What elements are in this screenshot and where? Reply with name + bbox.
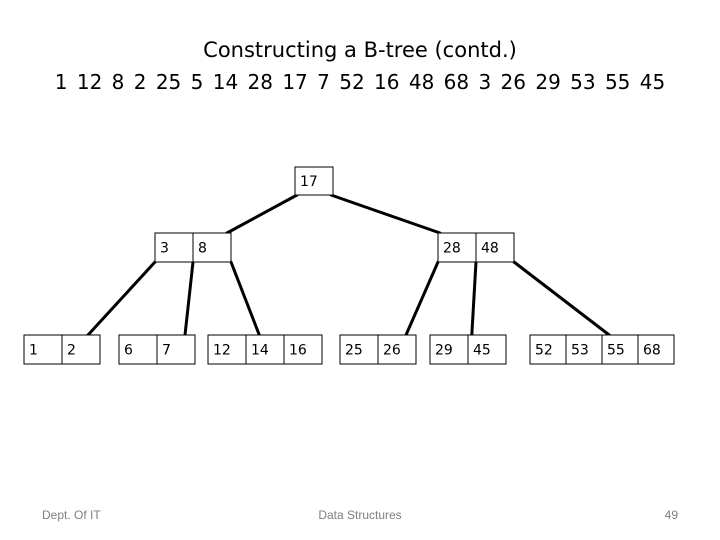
root-node-box	[294, 166, 334, 196]
leaf-node-key: 25	[345, 343, 363, 359]
leaf-node-key: 1	[29, 343, 38, 359]
root-node-key: 17	[300, 174, 318, 190]
tree-edge	[229, 260, 261, 337]
leaf-node-key: 16	[289, 343, 307, 359]
leaf-node-key: 68	[643, 343, 661, 359]
leaf-node-key: 14	[251, 343, 269, 359]
internal-node-key: 3	[160, 241, 169, 257]
leaf-node-key: 26	[383, 343, 401, 359]
internal-node-key: 8	[198, 241, 207, 257]
leaf-node-key: 55	[607, 343, 625, 359]
tree-edge	[183, 260, 195, 337]
leaf-node-key: 45	[473, 343, 491, 359]
internal-node-key: 48	[481, 241, 499, 257]
leaf-node: 25 26	[339, 334, 417, 365]
leaf-node: 29 45	[429, 334, 507, 365]
internal-node-key: 28	[443, 241, 461, 257]
tree-edge	[86, 260, 157, 337]
leaf-node-key: 29	[435, 343, 453, 359]
leaf-node-key: 53	[571, 343, 589, 359]
root-node: 17	[294, 166, 334, 196]
internal-node: 28 48	[437, 232, 515, 263]
leaf-node-key: 12	[213, 343, 231, 359]
leaf-node-box	[207, 334, 323, 365]
tree-edge	[470, 260, 478, 337]
leaf-node-key: 6	[124, 343, 133, 359]
leaf-node-key: 2	[67, 343, 76, 359]
tree-edge	[329, 193, 442, 235]
leaf-node: 52 53 55 68	[529, 334, 675, 365]
leaf-node-key: 7	[162, 343, 171, 359]
footer-course: Data Structures	[318, 508, 402, 522]
leaf-node: 12 14 16	[207, 334, 323, 365]
tree-edge	[225, 193, 299, 235]
insertion-sequence: 1 12 8 2 25 5 14 28 17 7 52 16 48 68 3 2…	[54, 70, 666, 94]
tree-edge	[404, 260, 440, 337]
tree-edge	[512, 260, 611, 337]
footer-department: Dept. Of IT	[42, 508, 101, 522]
slide-title: Constructing a B-tree (contd.)	[203, 38, 517, 62]
tree-edges	[86, 193, 611, 337]
footer-page-number: 49	[664, 508, 678, 522]
leaf-node-key: 52	[535, 343, 553, 359]
